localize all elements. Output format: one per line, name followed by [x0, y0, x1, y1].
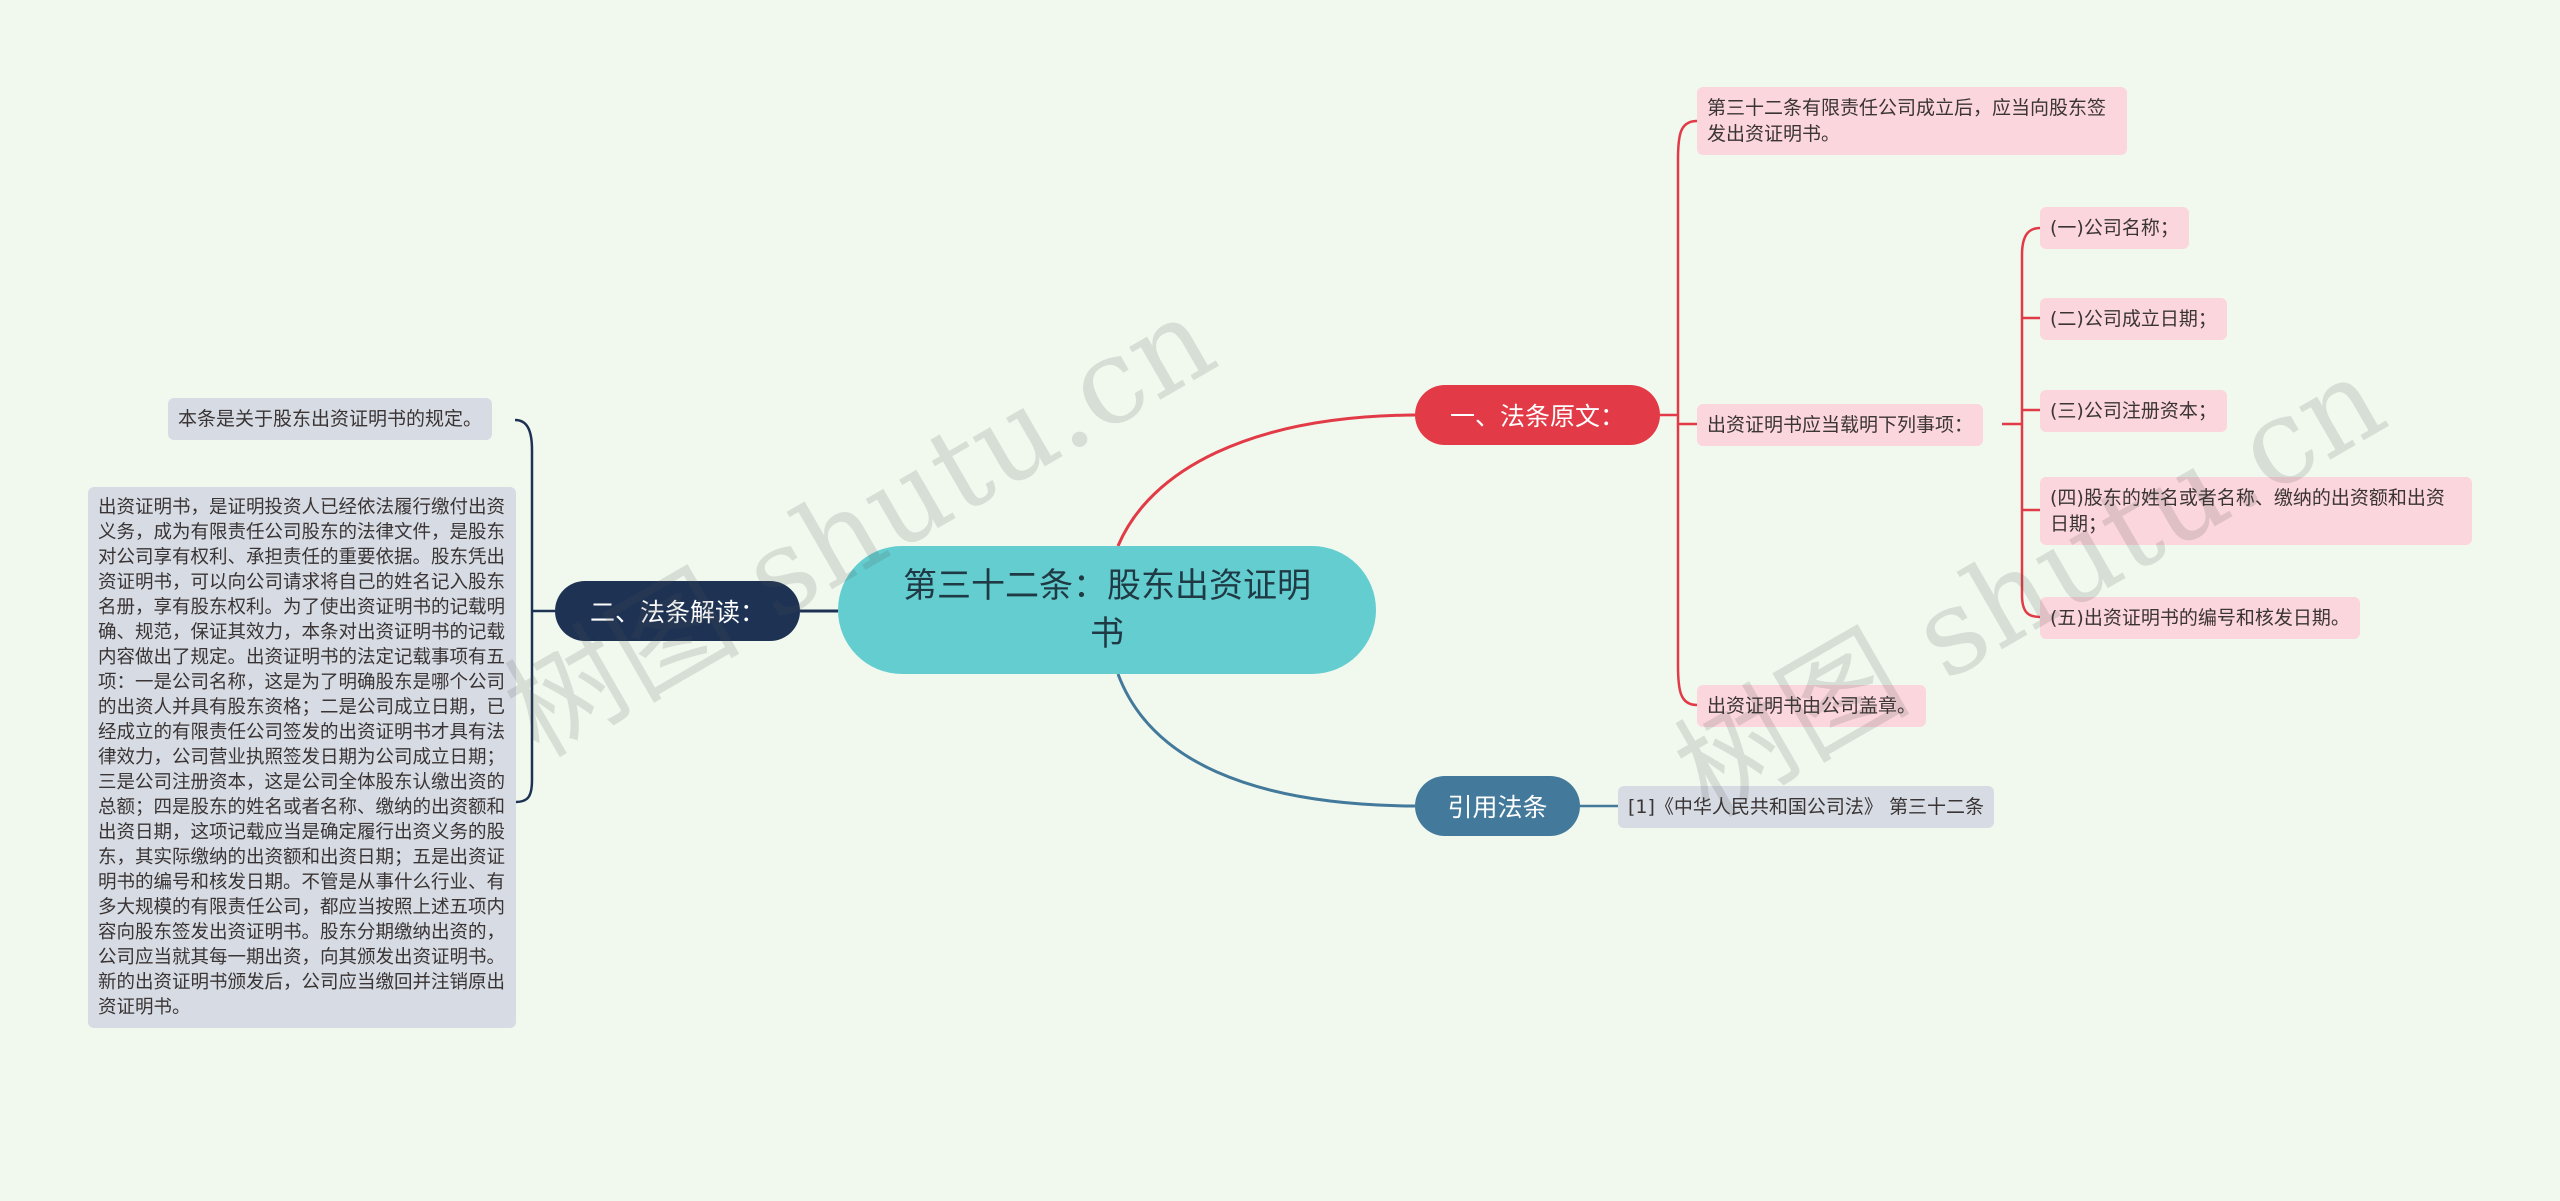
leaf-original-first[interactable]: 第三十二条有限责任公司成立后，应当向股东签发出资证明书。: [1697, 87, 2127, 155]
branch-interpretation[interactable]: 二、法条解读：: [555, 581, 800, 641]
connector-original-bracket: [1660, 119, 1698, 707]
leaf-original-list-head[interactable]: 出资证明书应当载明下列事项：: [1697, 404, 1984, 446]
branch-original-text[interactable]: 一、法条原文：: [1415, 385, 1660, 445]
leaf-list-item-4[interactable]: (四)股东的姓名或者名称、缴纳的出资额和出资日期；: [2040, 477, 2472, 545]
connector-root-cited: [1116, 673, 1416, 808]
connector-interpretation-bracket: [514, 418, 555, 804]
connector-root-original: [1116, 413, 1416, 547]
leaf-interpretation-summary[interactable]: 本条是关于股东出资证明书的规定。: [168, 398, 493, 440]
leaf-interpretation-detail[interactable]: 出资证明书，是证明投资人已经依法履行缴付出资义务，成为有限责任公司股东的法律文件…: [88, 487, 516, 1028]
leaf-original-last[interactable]: 出资证明书由公司盖章。: [1697, 685, 1927, 727]
connector-list-bracket: [2002, 226, 2041, 619]
leaf-list-item-3[interactable]: (三)公司注册资本；: [2040, 390, 2227, 432]
branch-cited-law[interactable]: 引用法条: [1415, 776, 1580, 836]
leaf-cited-law[interactable]: [1]《中华人民共和国公司法》 第三十二条: [1618, 786, 1994, 828]
leaf-list-item-5[interactable]: (五)出资证明书的编号和核发日期。: [2040, 597, 2360, 639]
leaf-list-item-2[interactable]: (二)公司成立日期；: [2040, 298, 2227, 340]
leaf-list-item-1[interactable]: (一)公司名称；: [2040, 207, 2189, 249]
root-topic[interactable]: 第三十二条：股东出资证明书: [838, 546, 1376, 674]
